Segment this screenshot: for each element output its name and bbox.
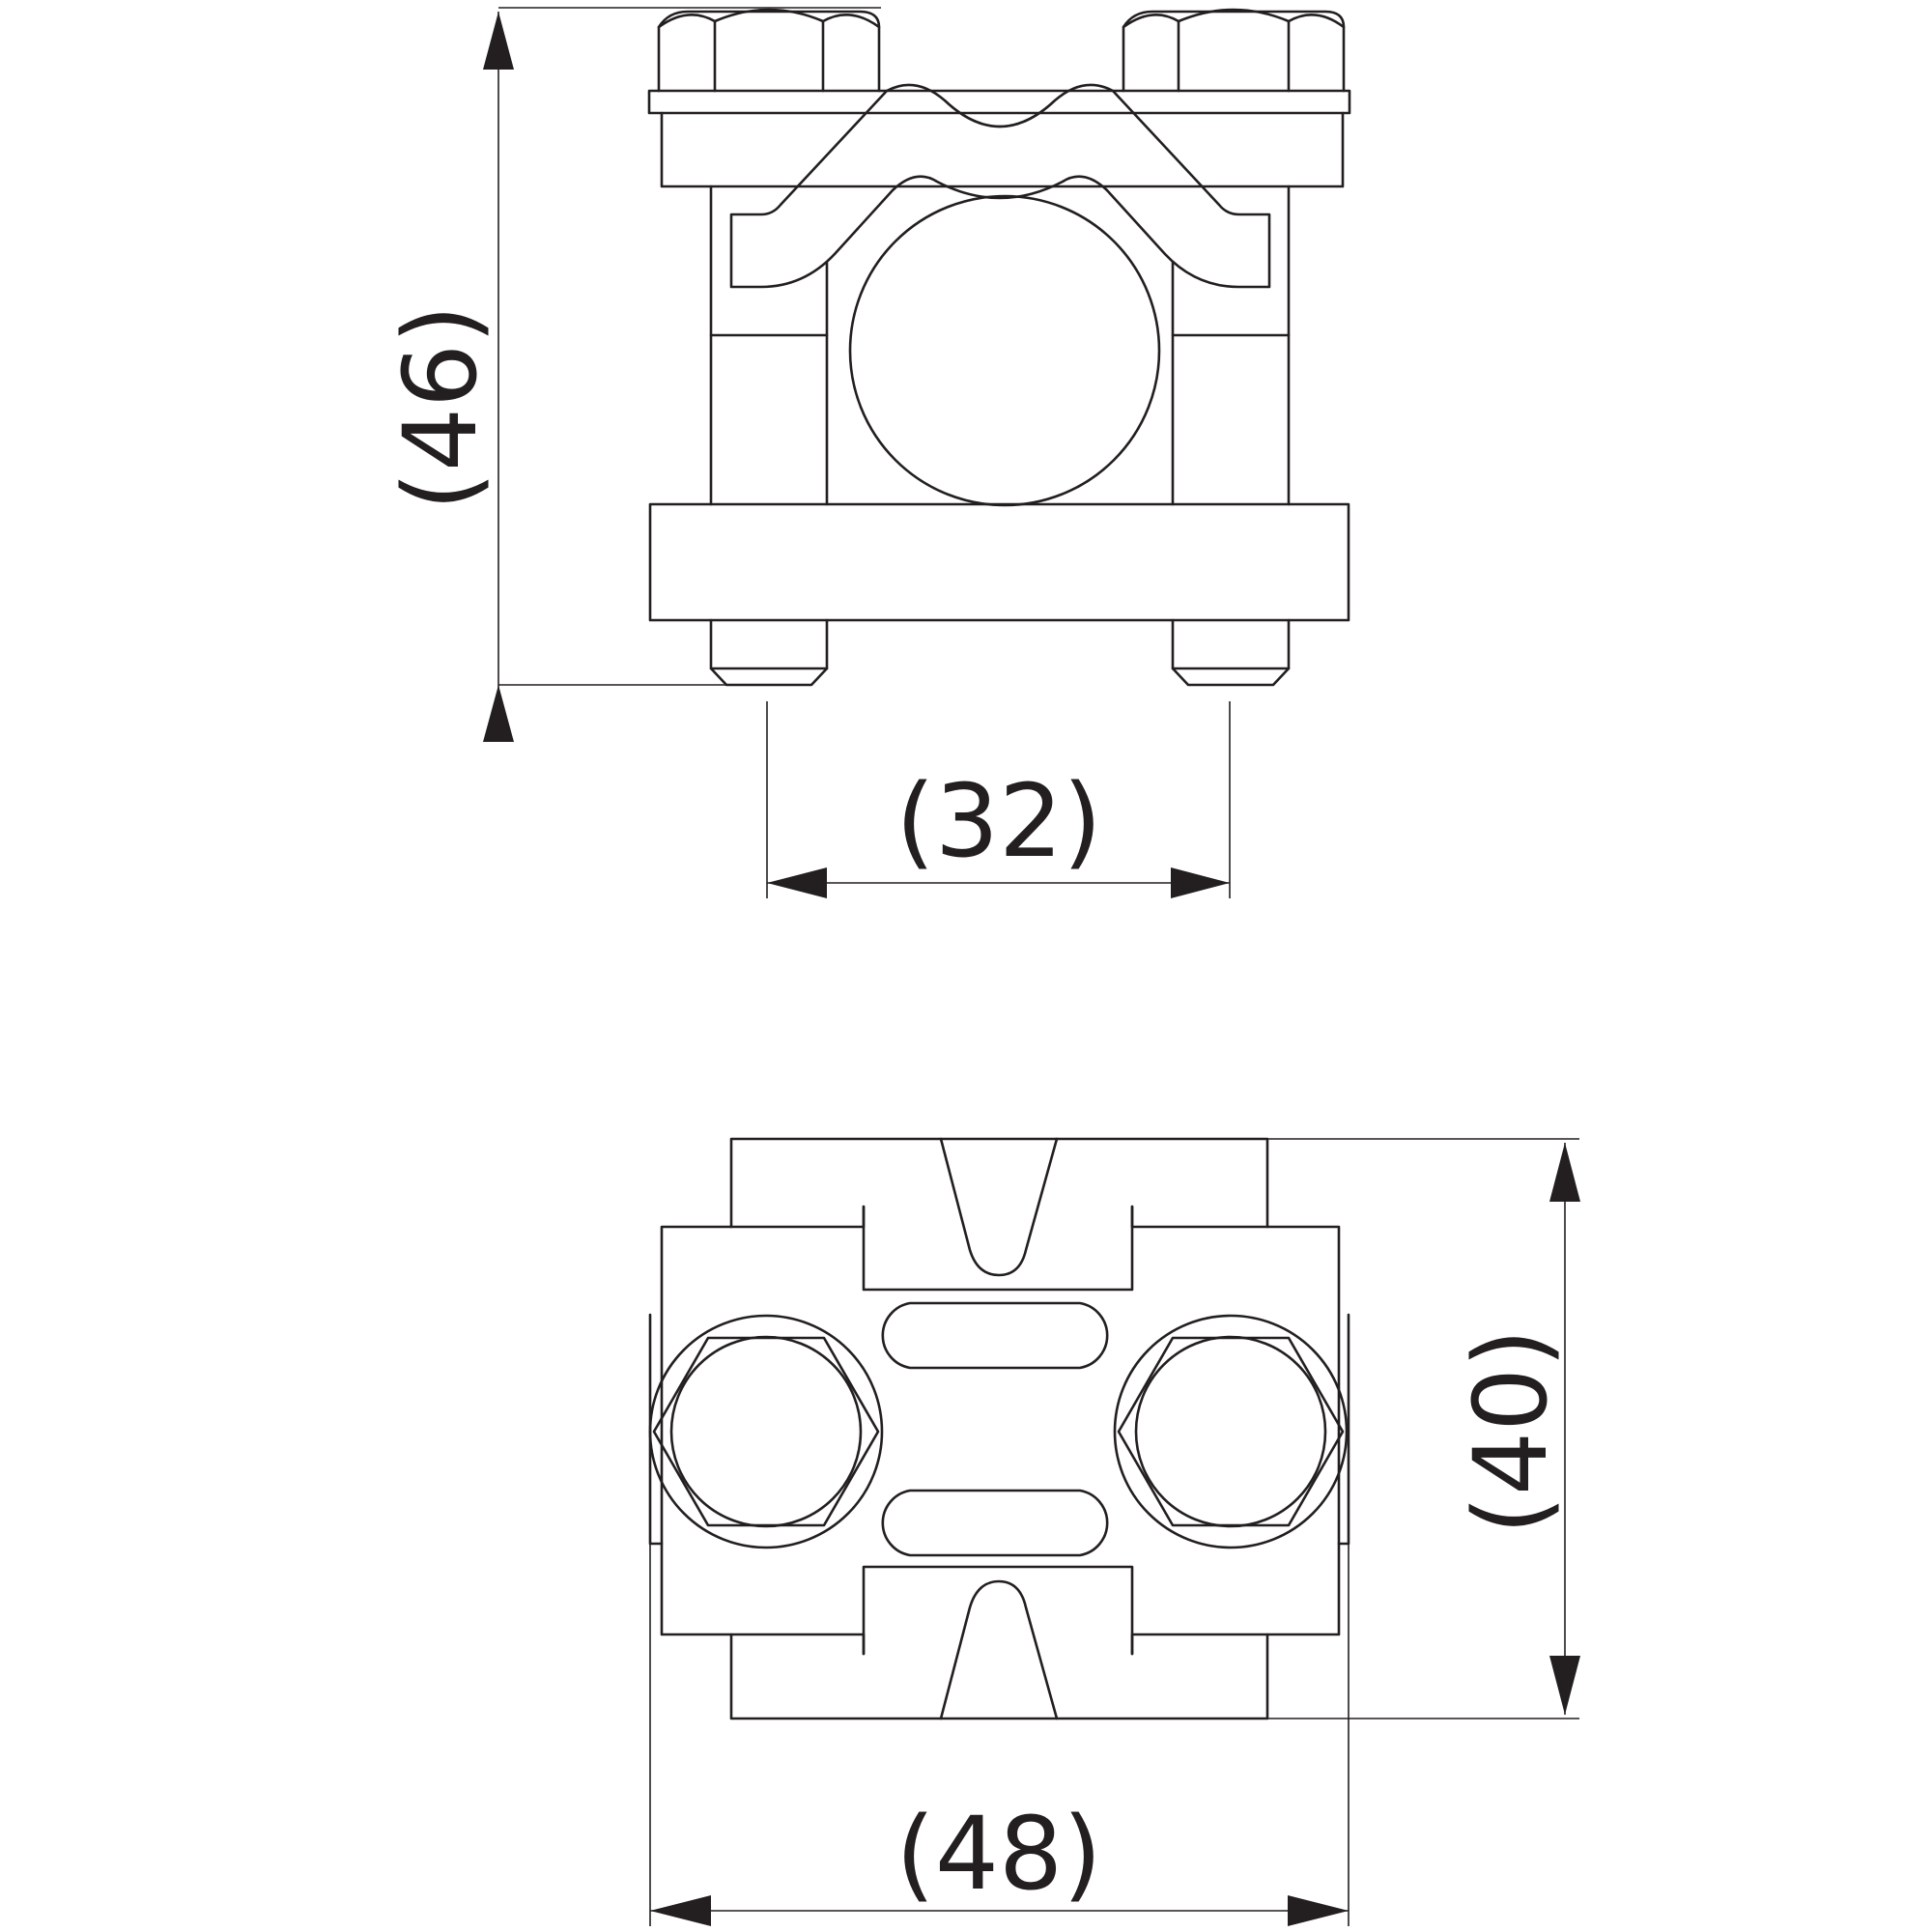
dimension-label-height: (46) — [382, 304, 499, 510]
slot-upper — [881, 1301, 1109, 1370]
saddle-lower — [862, 1565, 1134, 1720]
dimension-arrow-left — [650, 1895, 711, 1926]
bolt-head-right — [1122, 8, 1346, 93]
top-clamp-step-upper — [729, 1205, 1269, 1229]
top-clamp-step-lower — [729, 1633, 1269, 1656]
dimension-arrow-top — [483, 12, 514, 70]
saddle-clamp — [729, 83, 1271, 289]
dimension-arrow-bottom — [1549, 1656, 1580, 1715]
side-view: (46) (32) — [382, 7, 1351, 898]
dimension-arrow-top — [1549, 1143, 1580, 1202]
left-body-side — [709, 185, 829, 506]
dimension-arrow-bottom — [483, 685, 514, 742]
dimension-height: (46) — [382, 7, 881, 742]
top-view: (40) (48) — [648, 1137, 1580, 1926]
right-body-side — [1171, 185, 1291, 506]
bolt-head-left — [657, 8, 881, 93]
lower-clamp-bar — [648, 502, 1350, 622]
base-plate-edges — [648, 1313, 1350, 1546]
dimension-label-bolt-spacing: (32) — [895, 762, 1101, 880]
dimension-label-depth: (40) — [1452, 1328, 1570, 1534]
dimension-arrow-right — [1288, 1895, 1349, 1926]
dimension-width: (48) — [649, 1544, 1350, 1926]
saddle-upper — [862, 1137, 1134, 1292]
bolt-shank-left — [709, 618, 829, 687]
bolt-top-left — [648, 1314, 884, 1549]
dimension-arrow-left — [767, 867, 827, 898]
washer-plate — [647, 89, 1351, 115]
dimension-arrow-right — [1171, 867, 1230, 898]
dimension-label-width: (48) — [895, 1795, 1101, 1913]
slot-lower — [881, 1489, 1109, 1557]
upper-clamp-block — [660, 111, 1345, 188]
bolt-top-right — [1113, 1314, 1349, 1549]
dimension-bolt-spacing: (32) — [766, 701, 1231, 898]
dimension-depth: (40) — [1267, 1138, 1580, 1719]
conductor-cross-section — [848, 194, 1161, 507]
bolt-shank-right — [1171, 618, 1291, 687]
